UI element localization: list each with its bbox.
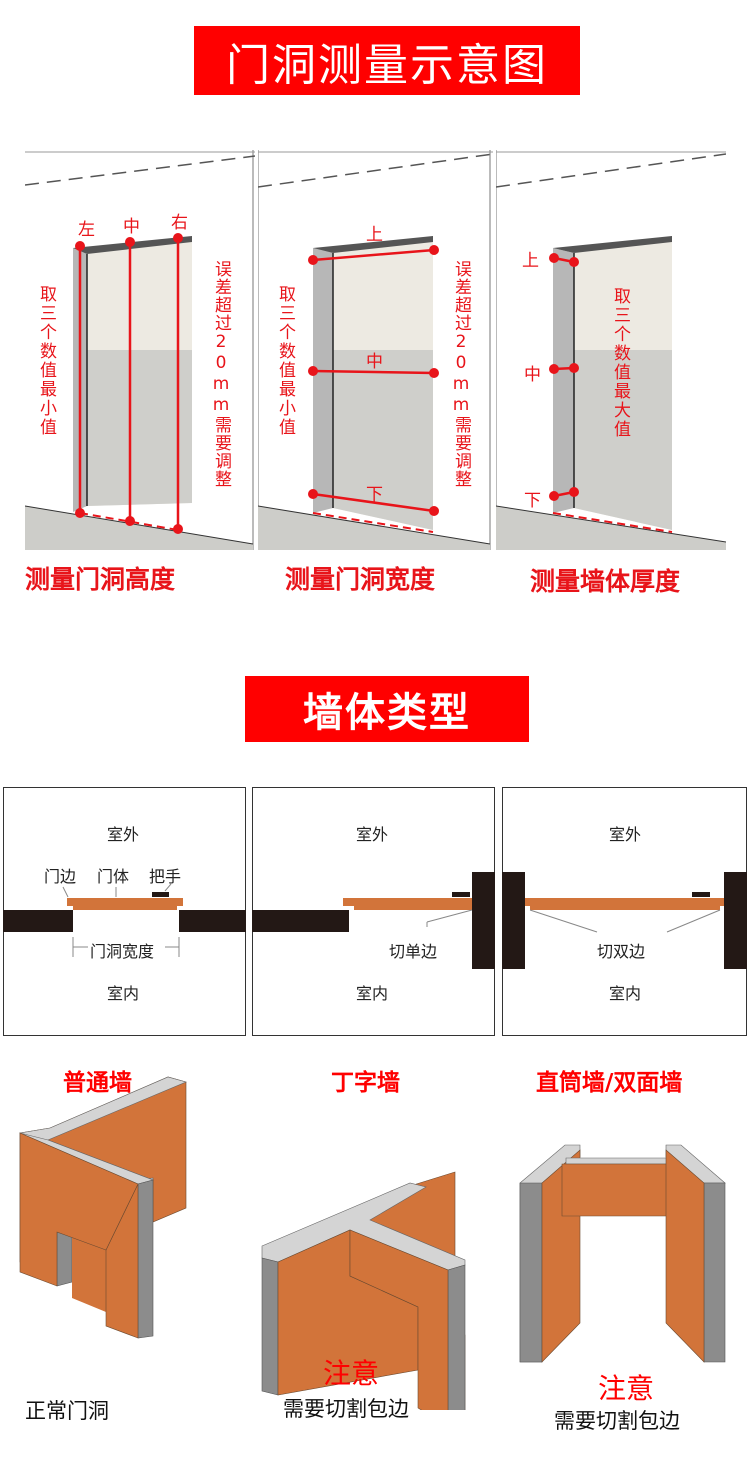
wall-types-title: 墙体类型: [303, 690, 471, 736]
wall-types-banner: 墙体类型: [245, 676, 529, 742]
outside-label: 室外: [356, 825, 389, 844]
inside-label: 室内: [609, 984, 642, 1003]
handle-label: 把手: [149, 867, 182, 886]
t-wall-caption: 需要切割包边: [283, 1397, 409, 1421]
normal-wall-plan: [2, 883, 246, 957]
t-wall-3d: [261, 1171, 466, 1410]
wall-type-t-title: 丁字墙: [331, 1070, 400, 1096]
door-height-illustration: [25, 150, 255, 550]
min-value-note: 取三个数值最小值: [275, 285, 295, 437]
wall-type-illustrations: [18, 1076, 726, 1410]
inside-label: 室内: [356, 984, 389, 1003]
point-label-middle: 中: [524, 365, 541, 385]
point-label-bottom: 下: [366, 485, 383, 505]
door-width-illustration: [258, 150, 493, 550]
panel-door-height: 左 中 右 取三个数值最小值 误差超过20mm需要调整 测量门洞高度: [25, 150, 255, 594]
panel-wall-thickness: 上 中 下 取三个数值最大值 测量墙体厚度: [496, 150, 726, 596]
panel-caption: 测量门洞高度: [25, 565, 176, 594]
plan-straight-wall: 室外 切双边 室内: [501, 787, 747, 1036]
door-body-label: 门体: [97, 867, 130, 886]
point-label-top: 上: [366, 225, 383, 245]
point-label-right: 右: [171, 213, 188, 233]
wall-type-straight-title: 直筒墙/双面墙: [536, 1070, 683, 1096]
section-title-banner: 门洞测量示意图: [194, 26, 580, 95]
panel-caption: 测量墙体厚度: [530, 567, 681, 596]
point-label-bottom: 下: [524, 491, 541, 511]
opening-width-label: 门洞宽度: [90, 942, 155, 961]
outside-label: 室外: [107, 825, 140, 844]
outside-label: 室外: [609, 825, 642, 844]
error-tolerance-note: 误差超过20mm需要调整: [451, 260, 471, 488]
min-value-note: 取三个数值最小值: [36, 285, 56, 437]
plan-normal-wall: 室外 门边 门体 把手 门洞宽度 室内: [2, 787, 246, 1036]
t-wall-plan: [251, 871, 495, 969]
point-label-top: 上: [522, 251, 539, 271]
max-value-note: 取三个数值最大值: [610, 287, 630, 439]
normal-wall-3d: [18, 1076, 187, 1339]
measurement-diagrams: 左 中 右 取三个数值最小值 误差超过20mm需要调整 测量门洞高度: [0, 150, 750, 600]
straight-wall-attention: 注意: [598, 1372, 655, 1405]
point-label-middle: 中: [366, 352, 383, 372]
door-edge-label: 门边: [44, 867, 77, 886]
normal-wall-caption: 正常门洞: [25, 1399, 109, 1423]
error-tolerance-note: 误差超过20mm需要调整: [211, 260, 231, 488]
plan-t-wall: 室外 切单边 室内: [251, 787, 495, 1036]
straight-wall-caption: 需要切割包边: [554, 1409, 680, 1433]
wall-thickness-illustration: [496, 150, 726, 550]
cut-single-side-label: 切单边: [389, 942, 438, 961]
inside-label: 室内: [107, 984, 140, 1003]
point-label-middle: 中: [123, 217, 140, 237]
wall-type-normal-title: 普通墙: [63, 1070, 132, 1096]
section-title: 门洞测量示意图: [226, 39, 548, 91]
floor-plans: 室外 门边 门体 把手 门洞宽度 室内 室外 切单边 室内 室外 切双边: [0, 787, 750, 1037]
panel-door-width: 上 中 下 取三个数值最小值 误差超过20mm需要调整 测量门洞宽度: [258, 150, 493, 594]
cut-double-side-label: 切双边: [597, 942, 646, 961]
point-label-left: 左: [78, 220, 95, 240]
straight-wall-3d: [519, 1144, 726, 1363]
panel-caption: 测量门洞宽度: [285, 565, 436, 594]
straight-wall-plan: [501, 871, 747, 969]
t-wall-attention: 注意: [323, 1357, 380, 1390]
